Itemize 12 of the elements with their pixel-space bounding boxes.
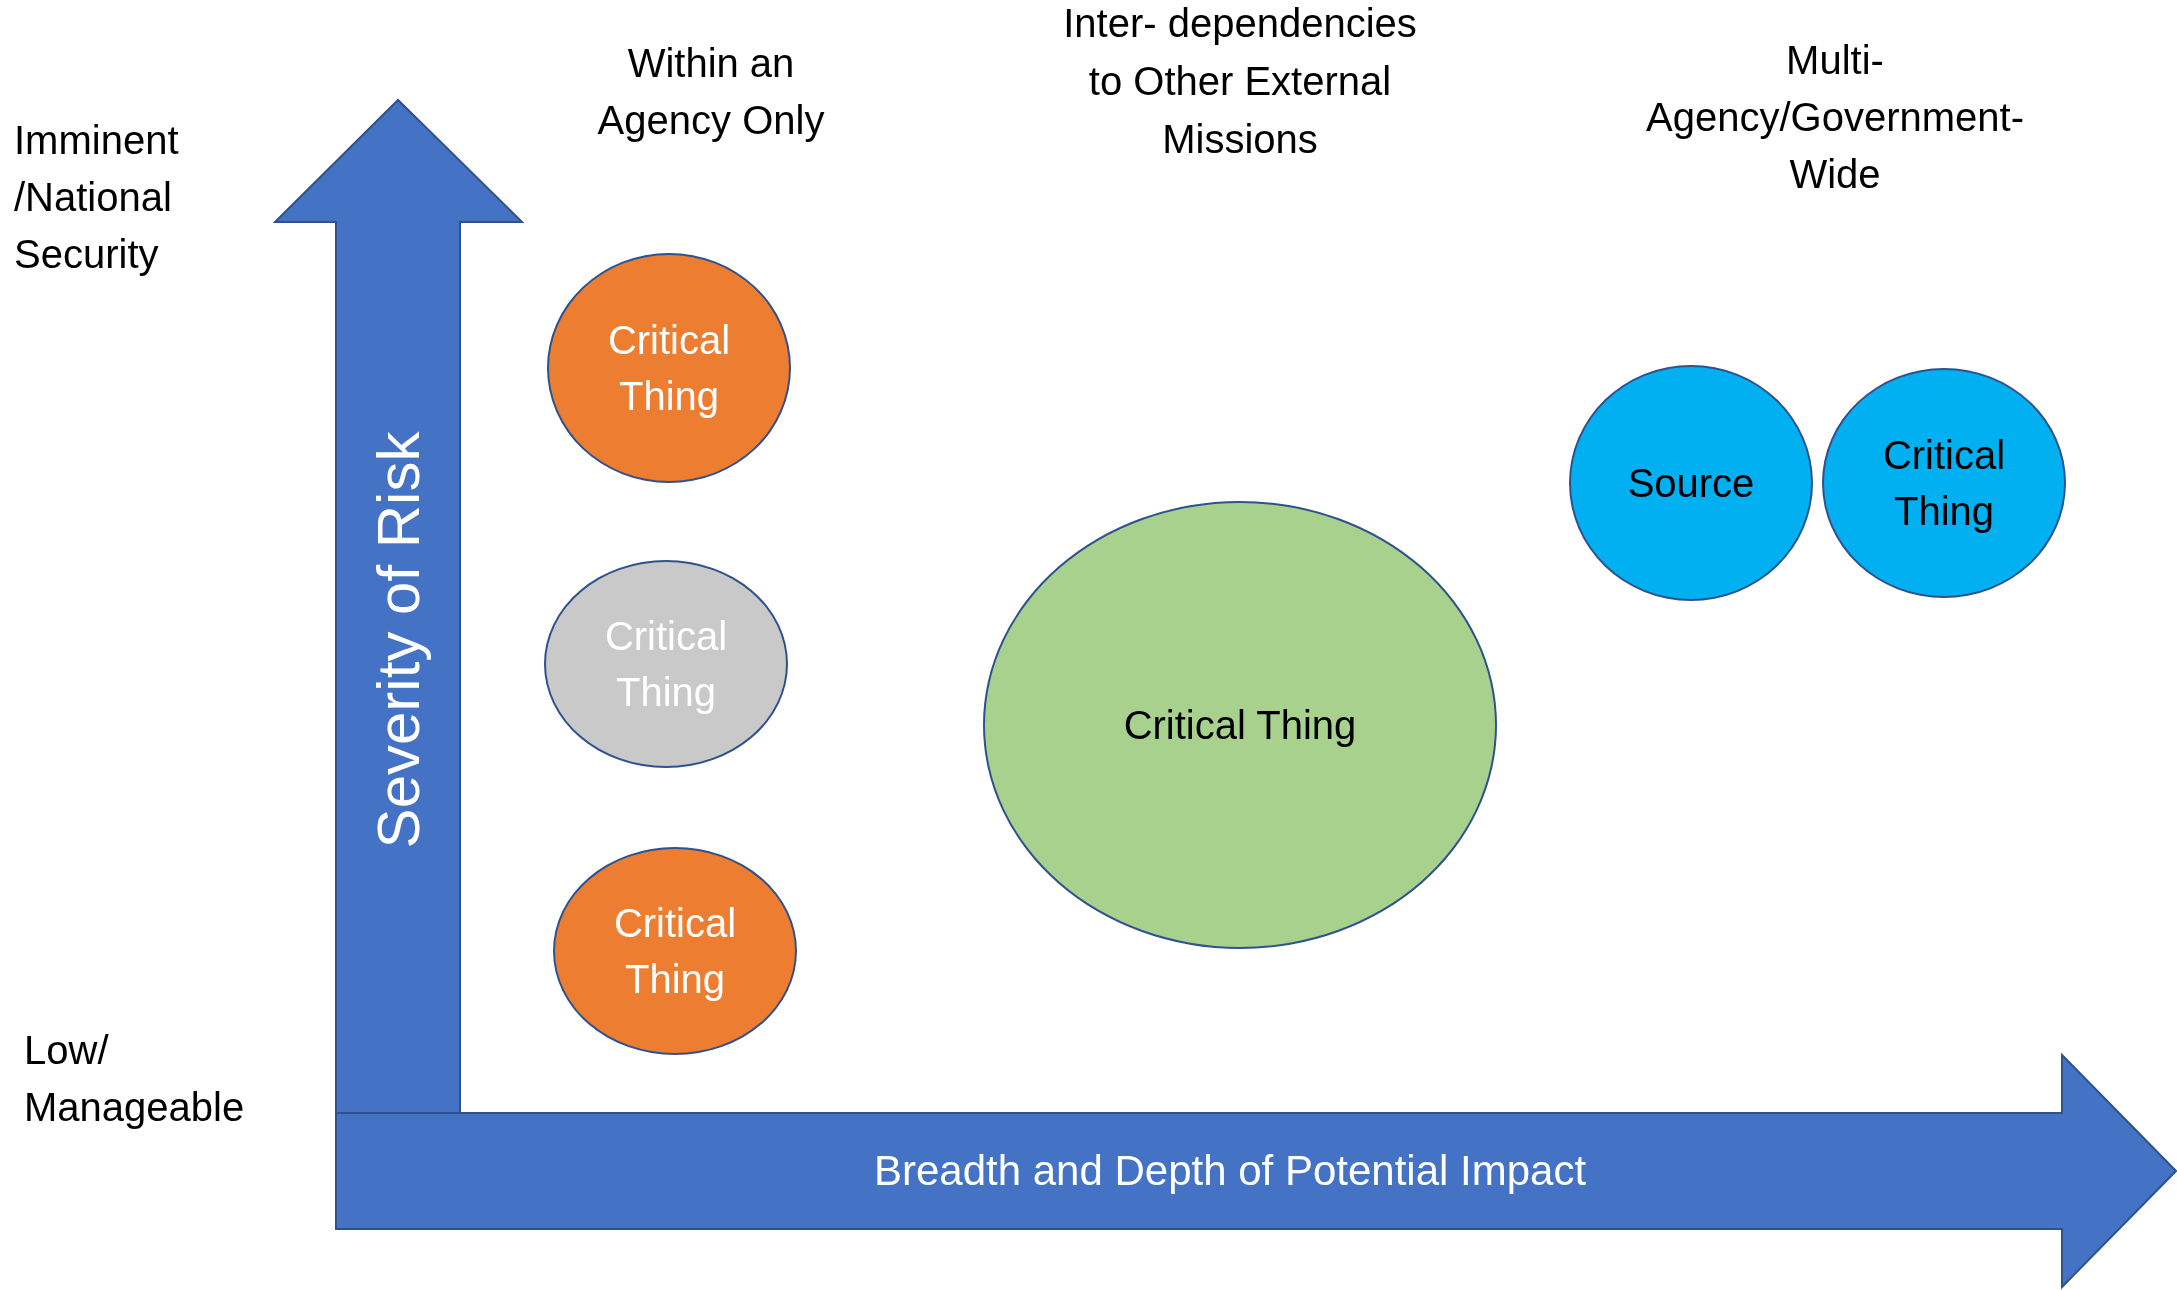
axis-title: Breadth and Depth of Potential Impact — [873, 1147, 1587, 1195]
node-label: Critical Thing — [1881, 432, 2007, 535]
axis-level-label: Low/ Manageable — [24, 1027, 246, 1131]
node-label: Critical Thing — [612, 900, 738, 1003]
axis-title: Severity of Risk — [363, 431, 433, 849]
node-label: Source — [1627, 460, 1755, 507]
node-label: Critical Thing — [1123, 702, 1357, 749]
node-label: Critical Thing — [606, 317, 732, 420]
axis-level-label: Within an Agency Only — [596, 40, 826, 144]
axis-level-label: Inter- dependencies to Other External Missions — [1062, 0, 1418, 163]
axis-level-label: Multi- Agency/Government- Wide — [1645, 37, 2025, 198]
axis-level-label: Imminent /National Security — [14, 117, 180, 278]
